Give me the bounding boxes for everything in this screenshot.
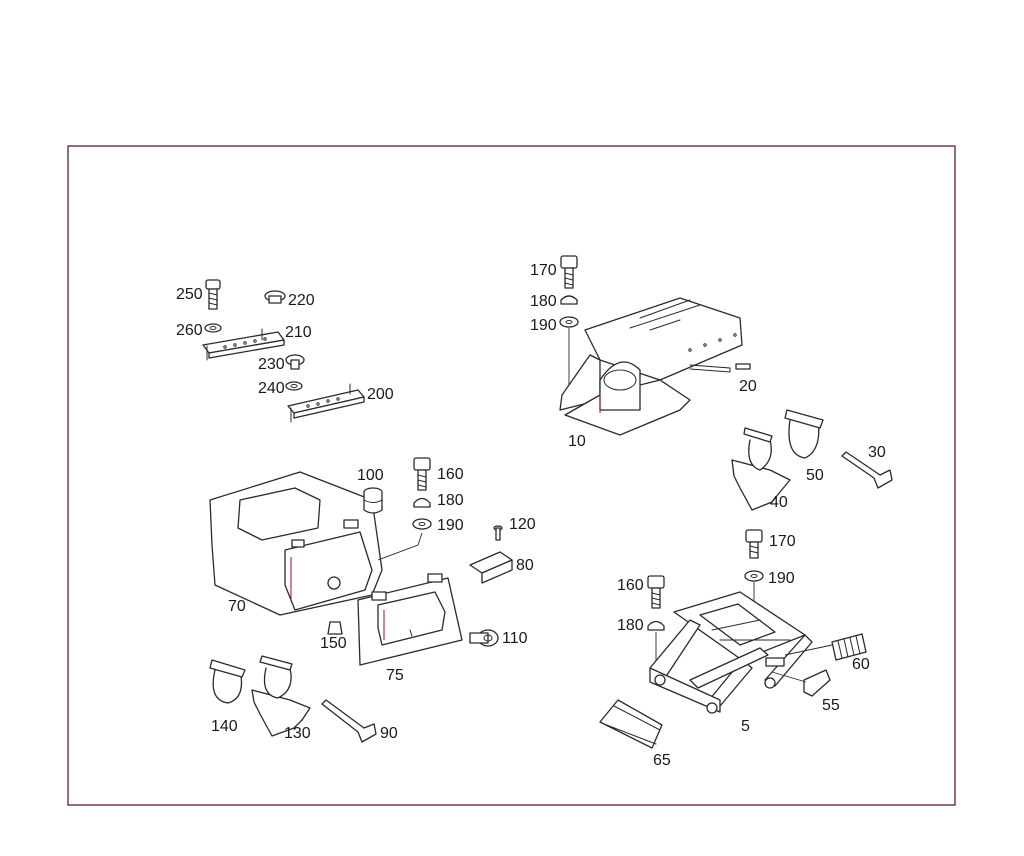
label-130: 130 (284, 725, 311, 742)
label-20: 20 (739, 378, 757, 395)
bolt-250[interactable] (205, 279, 221, 310)
label-250: 250 (176, 286, 203, 303)
label-90: 90 (380, 725, 398, 742)
bracket-80[interactable] (469, 551, 513, 584)
clamp-140[interactable] (209, 659, 246, 704)
label-150: 150 (320, 635, 347, 652)
bolt-170-lower[interactable] (745, 529, 763, 559)
label-180-top: 180 (530, 293, 557, 310)
label-160-middle: 160 (437, 466, 464, 483)
clamp-130[interactable] (251, 655, 311, 737)
label-180-middle: 180 (437, 492, 464, 509)
label-50: 50 (806, 467, 824, 484)
label-160-lower: 160 (617, 577, 644, 594)
rail-210[interactable] (202, 328, 285, 361)
washer-190-top[interactable] (559, 316, 579, 328)
frame-5[interactable] (649, 591, 813, 714)
cover-75[interactable] (357, 573, 463, 666)
label-65: 65 (653, 752, 671, 769)
label-170-lower: 170 (769, 533, 796, 550)
pin-20[interactable] (735, 363, 751, 370)
label-140: 140 (211, 718, 238, 735)
washer-180-top[interactable] (560, 295, 578, 305)
mount-frame-10[interactable] (559, 297, 743, 436)
hook-90[interactable] (321, 699, 377, 743)
label-190-middle: 190 (437, 517, 464, 534)
label-190-top: 190 (530, 317, 557, 334)
label-70: 70 (228, 598, 246, 615)
label-100: 100 (357, 467, 384, 484)
label-120: 120 (509, 516, 536, 533)
washer-180-lower[interactable] (647, 620, 665, 631)
label-40: 40 (770, 494, 788, 511)
knob-220[interactable] (264, 290, 286, 304)
label-30: 30 (868, 444, 886, 461)
spring-60[interactable] (831, 633, 867, 661)
label-240: 240 (258, 380, 285, 397)
cap-100[interactable] (363, 487, 383, 514)
grommet-110[interactable] (469, 629, 499, 647)
label-55: 55 (822, 697, 840, 714)
rail-200[interactable] (287, 383, 365, 423)
label-180-lower: 180 (617, 617, 644, 634)
pin-120[interactable] (493, 525, 503, 541)
label-260: 260 (176, 322, 203, 339)
label-60: 60 (852, 656, 870, 673)
box-70[interactable] (209, 471, 383, 616)
pad-55[interactable] (803, 669, 831, 697)
label-170-top: 170 (530, 262, 557, 279)
screw-230[interactable] (285, 354, 305, 370)
washer-240[interactable] (285, 381, 303, 391)
label-5: 5 (741, 718, 750, 735)
label-10: 10 (568, 433, 586, 450)
washer-190-lower[interactable] (744, 570, 764, 582)
label-80: 80 (516, 557, 534, 574)
clamp-40[interactable] (731, 427, 791, 511)
label-110: 110 (502, 630, 528, 647)
bolt-160-middle[interactable] (413, 457, 431, 491)
washer-180-middle[interactable] (413, 497, 431, 508)
bolt-160-lower[interactable] (647, 575, 665, 609)
plate-65[interactable] (599, 699, 663, 749)
washer-190-middle[interactable] (412, 518, 432, 530)
label-210: 210 (285, 324, 312, 341)
plug-150[interactable] (327, 621, 343, 635)
washer-260[interactable] (204, 323, 222, 333)
diagram-frame (67, 145, 956, 806)
label-190-lower: 190 (768, 570, 795, 587)
bolt-170-top[interactable] (560, 255, 578, 289)
label-230: 230 (258, 356, 285, 373)
hook-30[interactable] (841, 451, 893, 489)
clamp-50[interactable] (784, 409, 824, 459)
label-75: 75 (386, 667, 404, 684)
label-200: 200 (367, 386, 394, 403)
label-220: 220 (288, 292, 315, 309)
